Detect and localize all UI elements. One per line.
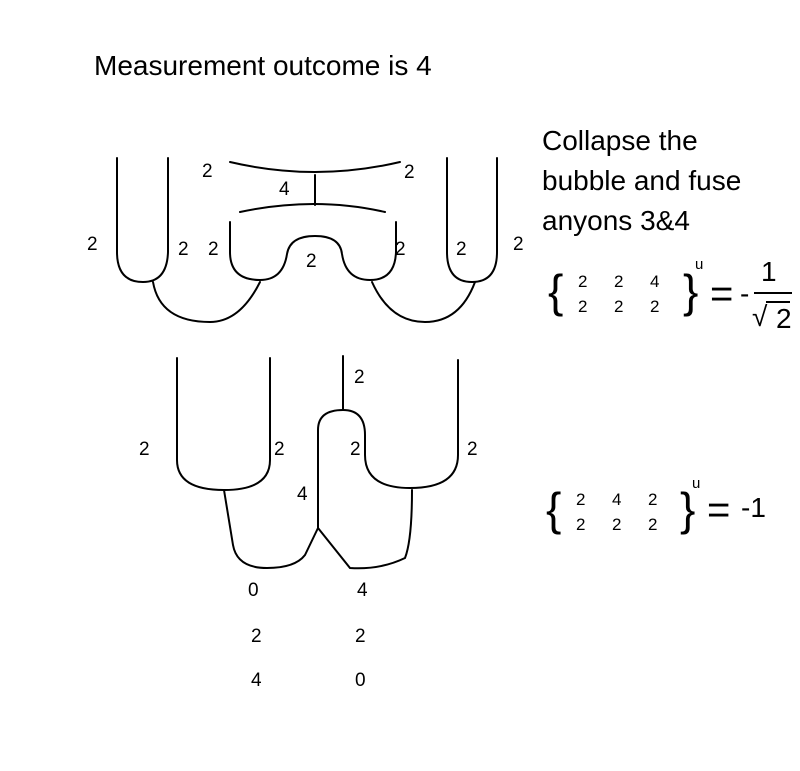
top-label-1: 2 <box>87 234 98 255</box>
page-title: Measurement outcome is 4 <box>94 50 432 81</box>
eq1-bottom-1: 2 <box>578 297 588 316</box>
eq1-brace-open: { <box>548 265 564 317</box>
eq2-brace-close: } <box>680 483 696 535</box>
note-line-3: anyons 3&4 <box>542 205 690 236</box>
bottom-label-4: 2 <box>350 439 361 460</box>
eq1-fraction-bar <box>754 292 792 294</box>
table-left-1: 0 <box>248 580 259 601</box>
table-left-3: 4 <box>251 670 262 691</box>
eq1-sign: - <box>740 278 750 309</box>
top-cup-2 <box>446 157 498 284</box>
bottom-label-2: 2 <box>274 439 285 460</box>
eq2-value: -1 <box>741 492 766 523</box>
bottom-label-1: 2 <box>139 439 150 460</box>
top-label-3: 2 <box>208 239 219 260</box>
top-label-5: 4 <box>279 179 290 200</box>
table-right-3: 0 <box>355 670 366 691</box>
eq2-bottom-2: 2 <box>612 515 622 534</box>
eq2-top-3: 2 <box>648 490 658 509</box>
bottom-label-6: 4 <box>297 484 308 505</box>
note-line-2: bubble and fuse <box>542 165 742 196</box>
bottom-lower-left <box>223 489 319 570</box>
table-left-2: 2 <box>251 626 262 647</box>
eq1-radical-bar <box>766 301 790 303</box>
top-label-4: 2 <box>202 161 213 182</box>
note-line-1: Collapse the <box>542 125 698 156</box>
eq1-bottom-2: 2 <box>614 297 624 316</box>
bottom-bubble <box>317 359 459 529</box>
eq1-radical: √ <box>752 301 768 332</box>
bottom-label-5: 2 <box>467 439 478 460</box>
eq1-top-3: 4 <box>650 272 660 291</box>
bottom-label-3: 2 <box>354 367 365 388</box>
eq1-top-1: 2 <box>578 272 588 291</box>
eq1-brace-close: } <box>683 265 699 317</box>
table-right-2: 2 <box>355 626 366 647</box>
eq2-bottom-3: 2 <box>648 515 658 534</box>
top-bottom-arc-right <box>371 281 476 324</box>
top-label-8: 2 <box>395 239 406 260</box>
top-arc-upper <box>229 161 401 173</box>
eq2-superscript: u <box>692 475 701 492</box>
eq1-equals: = <box>710 272 734 316</box>
top-label-7: 2 <box>306 251 317 272</box>
eq2-equals: = <box>707 488 731 532</box>
eq2-brace-open: { <box>546 483 562 535</box>
top-bottom-arc-left <box>152 281 261 324</box>
eq2-top-2: 4 <box>612 490 622 509</box>
eq1-numerator: 1 <box>761 256 777 287</box>
eq2-top-1: 2 <box>576 490 586 509</box>
table-right-1: 4 <box>357 580 368 601</box>
bottom-cup-left <box>176 357 271 492</box>
top-label-6: 2 <box>404 162 415 183</box>
eq1-bottom-3: 2 <box>650 297 660 316</box>
top-label-10: 2 <box>513 234 524 255</box>
top-arc-lower <box>239 203 386 213</box>
eq1-denominator: 2 <box>776 303 792 334</box>
top-bubble <box>229 221 397 282</box>
eq2-bottom-1: 2 <box>576 515 586 534</box>
eq1-top-2: 2 <box>614 272 624 291</box>
top-label-2: 2 <box>178 239 189 260</box>
eq1-superscript: u <box>695 256 704 273</box>
top-cup-1 <box>116 157 169 284</box>
top-label-9: 2 <box>456 239 467 260</box>
bottom-lower-right <box>317 489 413 570</box>
